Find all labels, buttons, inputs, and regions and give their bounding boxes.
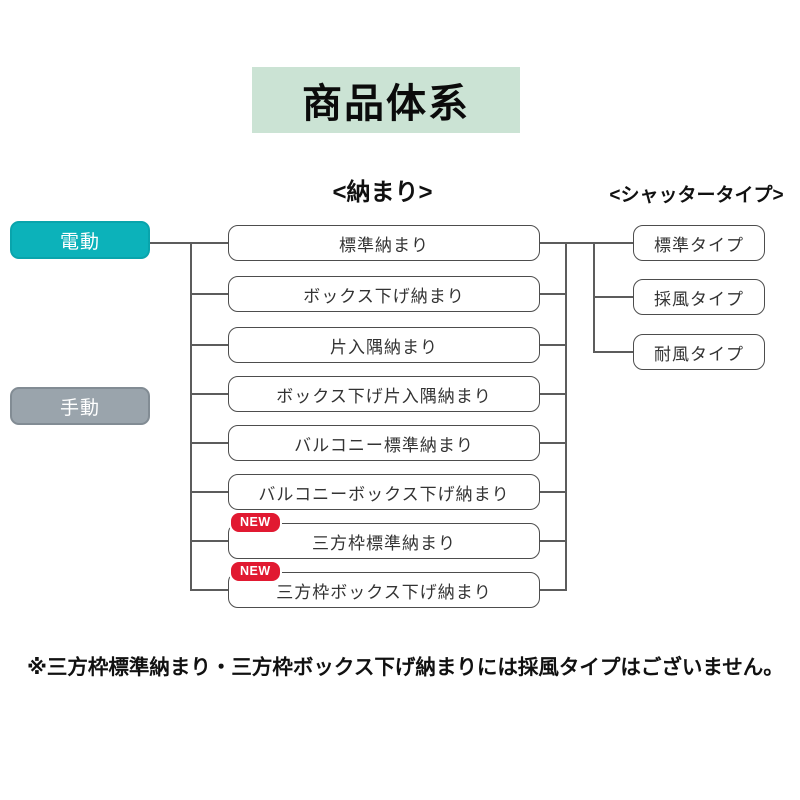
osamari-node-balcony-standard[interactable]: バルコニー標準納まり xyxy=(228,425,540,461)
connector-line xyxy=(540,540,565,542)
connector-line xyxy=(593,242,595,353)
shutter-type-node-ventilation[interactable]: 採風タイプ xyxy=(633,279,765,315)
shutter-type-node-wind-resistant[interactable]: 耐風タイプ xyxy=(633,334,765,370)
connector-line xyxy=(540,442,565,444)
connector-line xyxy=(540,344,565,346)
manual-drive-button[interactable]: 手動 xyxy=(10,387,150,425)
column-header-shutter-type: <シャッタータイプ> xyxy=(609,185,784,206)
osamari-node-standard[interactable]: 標準納まり xyxy=(228,225,540,261)
connector-line xyxy=(190,344,228,346)
connector-line xyxy=(540,393,565,395)
connector-line xyxy=(190,393,228,395)
osamari-node-box-lowered[interactable]: ボックス下げ納まり xyxy=(228,276,540,312)
connector-line xyxy=(540,589,565,591)
connector-line xyxy=(540,293,565,295)
connector-line xyxy=(190,442,228,444)
osamari-node-single-corner[interactable]: 片入隅納まり xyxy=(228,327,540,363)
connector-line xyxy=(190,293,228,295)
connector-line xyxy=(593,351,633,353)
connector-line xyxy=(593,296,633,298)
connector-line xyxy=(150,242,228,244)
osamari-node-three-side-frame-standard[interactable]: NEW 三方枠標準納まり xyxy=(228,511,540,559)
connector-line xyxy=(565,242,567,591)
connector-line xyxy=(190,491,228,493)
connector-line xyxy=(565,242,633,244)
connector-line xyxy=(190,242,192,591)
electric-drive-button[interactable]: 電動 xyxy=(10,221,150,259)
node-label: 三方枠標準納まり xyxy=(312,533,456,553)
osamari-node-balcony-box-lowered[interactable]: バルコニーボックス下げ納まり xyxy=(228,474,540,510)
new-badge: NEW xyxy=(229,511,282,534)
page-title: 商品体系 xyxy=(252,67,520,133)
column-header-osamari: <納まり> xyxy=(332,179,433,206)
footnote: ※三方枠標準納まり・三方枠ボックス下げ納まりには採風タイプはございません。 xyxy=(27,656,784,679)
connector-line xyxy=(540,242,565,244)
shutter-type-node-standard[interactable]: 標準タイプ xyxy=(633,225,765,261)
node-label: 三方枠ボックス下げ納まり xyxy=(276,582,492,602)
osamari-node-box-lowered-single-corner[interactable]: ボックス下げ片入隅納まり xyxy=(228,376,540,412)
osamari-node-three-side-frame-box-lowered[interactable]: NEW 三方枠ボックス下げ納まり xyxy=(228,560,540,608)
new-badge: NEW xyxy=(229,560,282,583)
connector-line xyxy=(190,540,228,542)
connector-line xyxy=(190,589,228,591)
connector-line xyxy=(540,491,565,493)
